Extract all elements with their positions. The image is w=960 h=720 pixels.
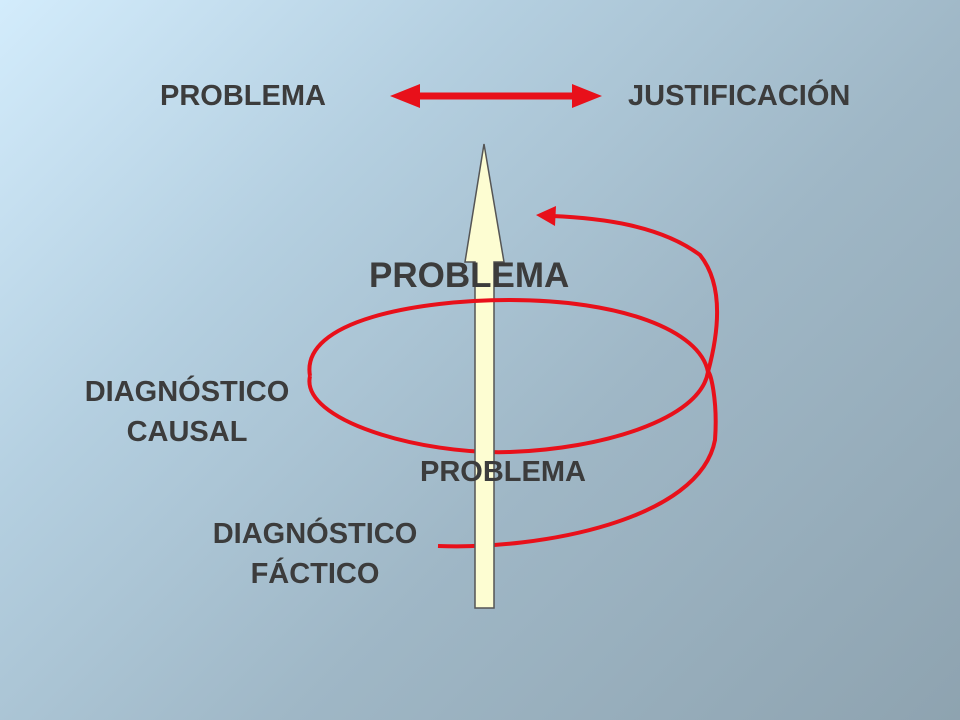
up-arrow-icon	[464, 143, 505, 609]
spiral-lower-segment	[437, 369, 718, 549]
spiral-arrowhead-icon	[536, 206, 556, 226]
spiral-loop-back	[307, 371, 710, 455]
causal-diagnosis-label: DIAGNÓSTICO CAUSAL	[62, 372, 312, 452]
causal-line-2: CAUSAL	[126, 416, 248, 448]
double-headed-arrow-icon	[390, 84, 602, 108]
problem-label-top: PROBLEMA	[160, 80, 326, 112]
factico-line-2: FÁCTICO	[250, 558, 380, 590]
problem-label-lower: PROBLEMA	[420, 456, 586, 488]
problem-label-upper: PROBLEMA	[369, 256, 570, 295]
factual-diagnosis-label: DIAGNÓSTICO FÁCTICO	[190, 514, 440, 594]
spiral-loop-front	[307, 297, 710, 377]
causal-line-1: DIAGNÓSTICO	[84, 376, 290, 408]
spiral-upper-segment	[551, 214, 720, 373]
factico-line-1: DIAGNÓSTICO	[212, 518, 418, 550]
justification-label: JUSTIFICACIÓN	[628, 80, 851, 112]
